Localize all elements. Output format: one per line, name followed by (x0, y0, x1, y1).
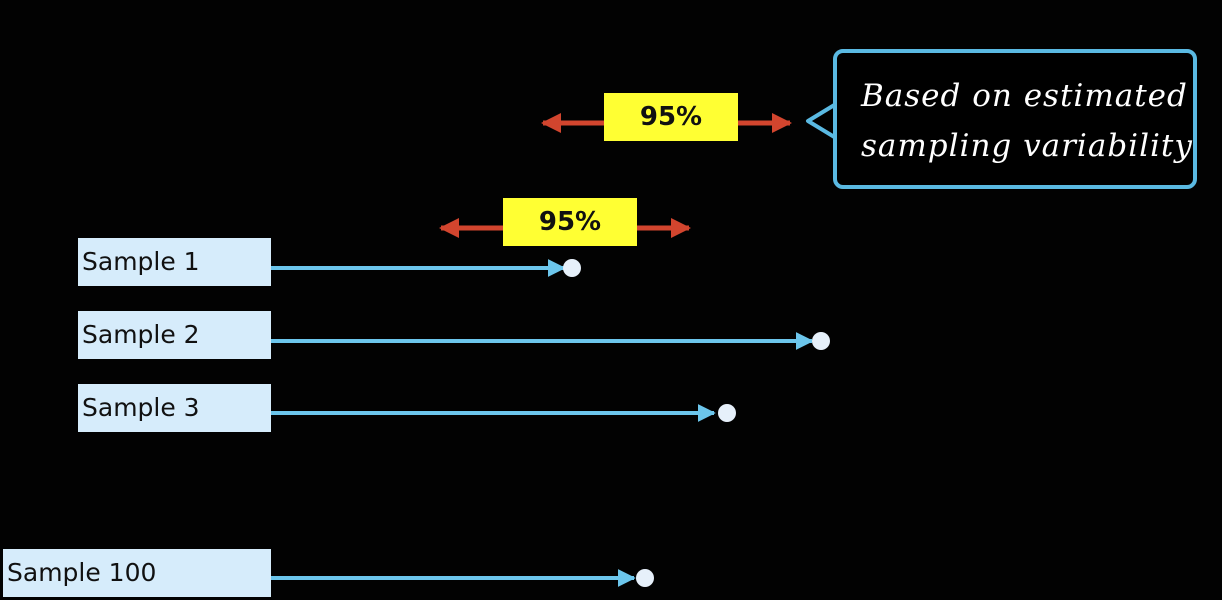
sample-2-dot (812, 332, 830, 350)
sample-2-label: Sample 2 (78, 311, 271, 359)
sample-3-dot (718, 404, 736, 422)
sample-100-dot (636, 569, 654, 587)
sample-3-label: Sample 3 (78, 384, 271, 432)
callout-pointer (806, 102, 838, 140)
sample-1-label: Sample 1 (78, 238, 271, 286)
sample-1-dot (563, 259, 581, 277)
callout-line-1: Based on estimated (861, 78, 1188, 114)
callout-bubble: Based on estimated sampling variability (833, 49, 1197, 189)
callout-line-2: sampling variability (861, 128, 1193, 164)
sample-100-label: Sample 100 (3, 549, 271, 597)
upper-95-percent-box: 95% (604, 93, 738, 141)
lower-95-percent-box: 95% (503, 198, 637, 246)
